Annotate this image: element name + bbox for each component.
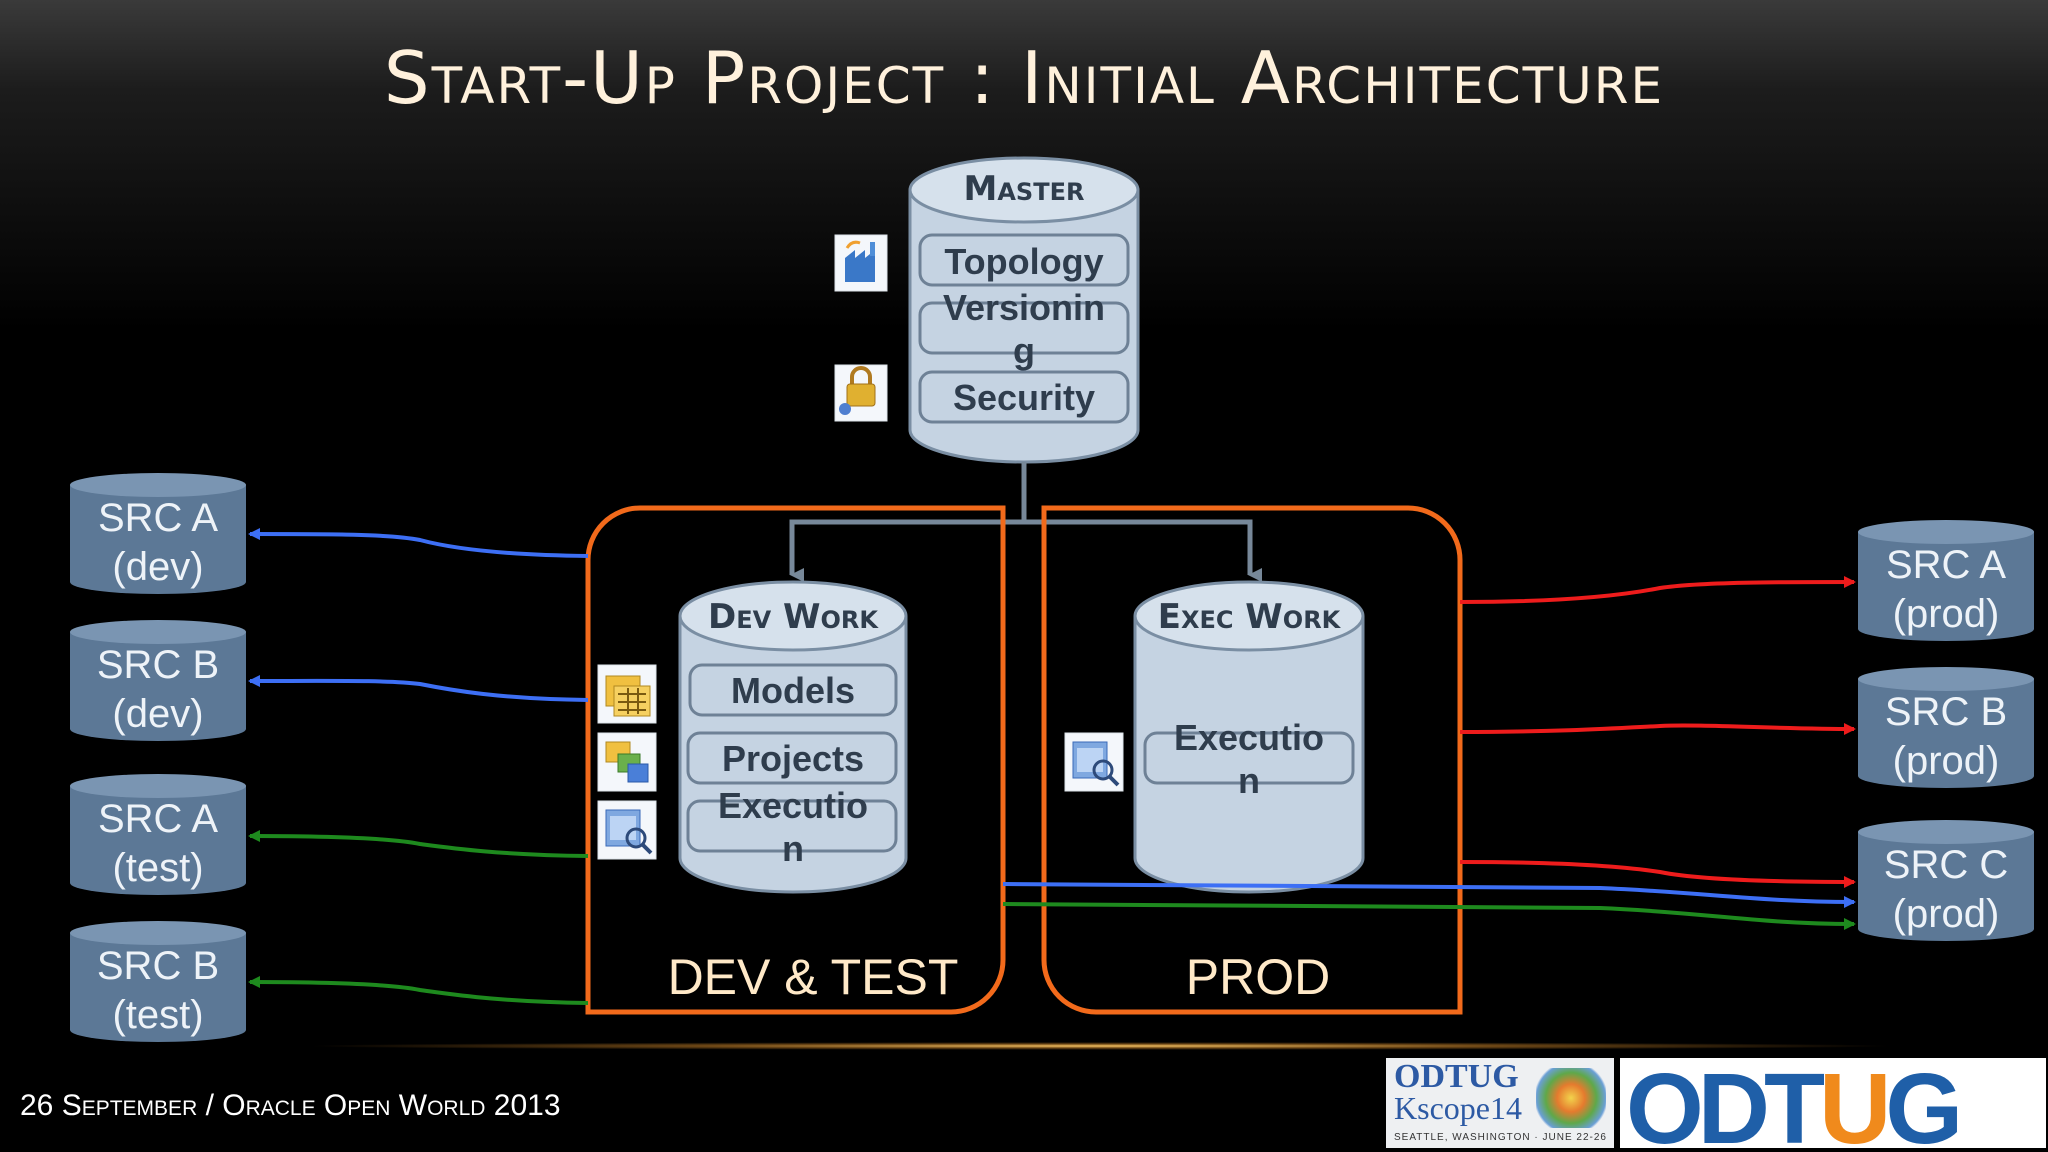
kscope-logo-line2: Kscope14 [1394,1090,1522,1126]
src-name: SRC A [1886,543,2006,587]
source-db-src-a-dev: SRC A (dev) [70,473,246,594]
dev-test-zone [585,505,1006,1015]
src-name: SRC A [98,797,218,841]
prod-zone-label: PROD [1186,949,1330,1005]
kscope-logo: ODTUG Kscope14 SEATTLE, WASHINGTON · JUN… [1386,1058,1614,1148]
dev-work-item-projects: Projects [722,738,864,779]
src-env: (prod) [1893,892,2000,936]
exec-work-label: Exec Work [1158,597,1342,637]
master-item-security: Security [953,377,1095,418]
src-name: SRC B [1885,690,2007,734]
source-db-src-a-prod: SRC A (prod) [1858,520,2034,641]
dev-work-label: Dev Work [708,597,879,637]
src-name: SRC B [97,643,219,687]
source-db-src-a-test: SRC A (test) [70,774,246,895]
padlock-icon [834,364,888,422]
dev-connections [248,528,589,1005]
prod-connections [1002,576,1856,930]
odtug-logo: ODTUG [1620,1058,2046,1148]
kscope-burst-icon [1536,1068,1606,1128]
kscope-logo-line3: SEATTLE, WASHINGTON · JUNE 22-26 [1394,1132,1607,1143]
stage-glow [300,1042,1900,1050]
factory-icon [834,234,888,292]
master-item-topology: Topology [944,241,1103,282]
odtug-logo-part2: U [1819,1058,1891,1148]
odtug-logo-part3: G [1885,1058,1963,1148]
prod-zone [1041,505,1463,1015]
master-label: Master [964,169,1085,209]
dev-test-zone-label: DEV & TEST [668,949,959,1005]
src-env: (dev) [112,545,203,589]
model-folder-icon [597,664,657,724]
source-db-src-b-prod: SRC B (prod) [1858,667,2034,788]
src-env: (prod) [1893,592,2000,636]
execution-monitor-icon [1064,732,1124,792]
project-icon [597,732,657,792]
odtug-logo-part1: ODT [1626,1058,1825,1148]
kscope-logo-line1: ODTUG [1394,1058,1519,1095]
src-env: (prod) [1893,739,2000,783]
source-db-src-c-prod: SRC C (prod) [1858,820,2034,941]
page-title: Start-Up Project : Initial Architecture [383,36,1665,120]
execution-monitor-icon [597,800,657,860]
master-to-work-connector [789,462,1262,582]
dev-work-item-models: Models [731,670,855,711]
src-env: (dev) [112,692,203,736]
source-db-src-b-test: SRC B (test) [70,921,246,1042]
footer-text: 26 September / Oracle Open World 2013 [20,1089,561,1122]
src-name: SRC C [1884,843,2008,887]
src-env: (test) [112,993,203,1037]
src-name: SRC B [97,944,219,988]
src-env: (test) [112,846,203,890]
source-db-src-b-dev: SRC B (dev) [70,620,246,741]
src-name: SRC A [98,496,218,540]
